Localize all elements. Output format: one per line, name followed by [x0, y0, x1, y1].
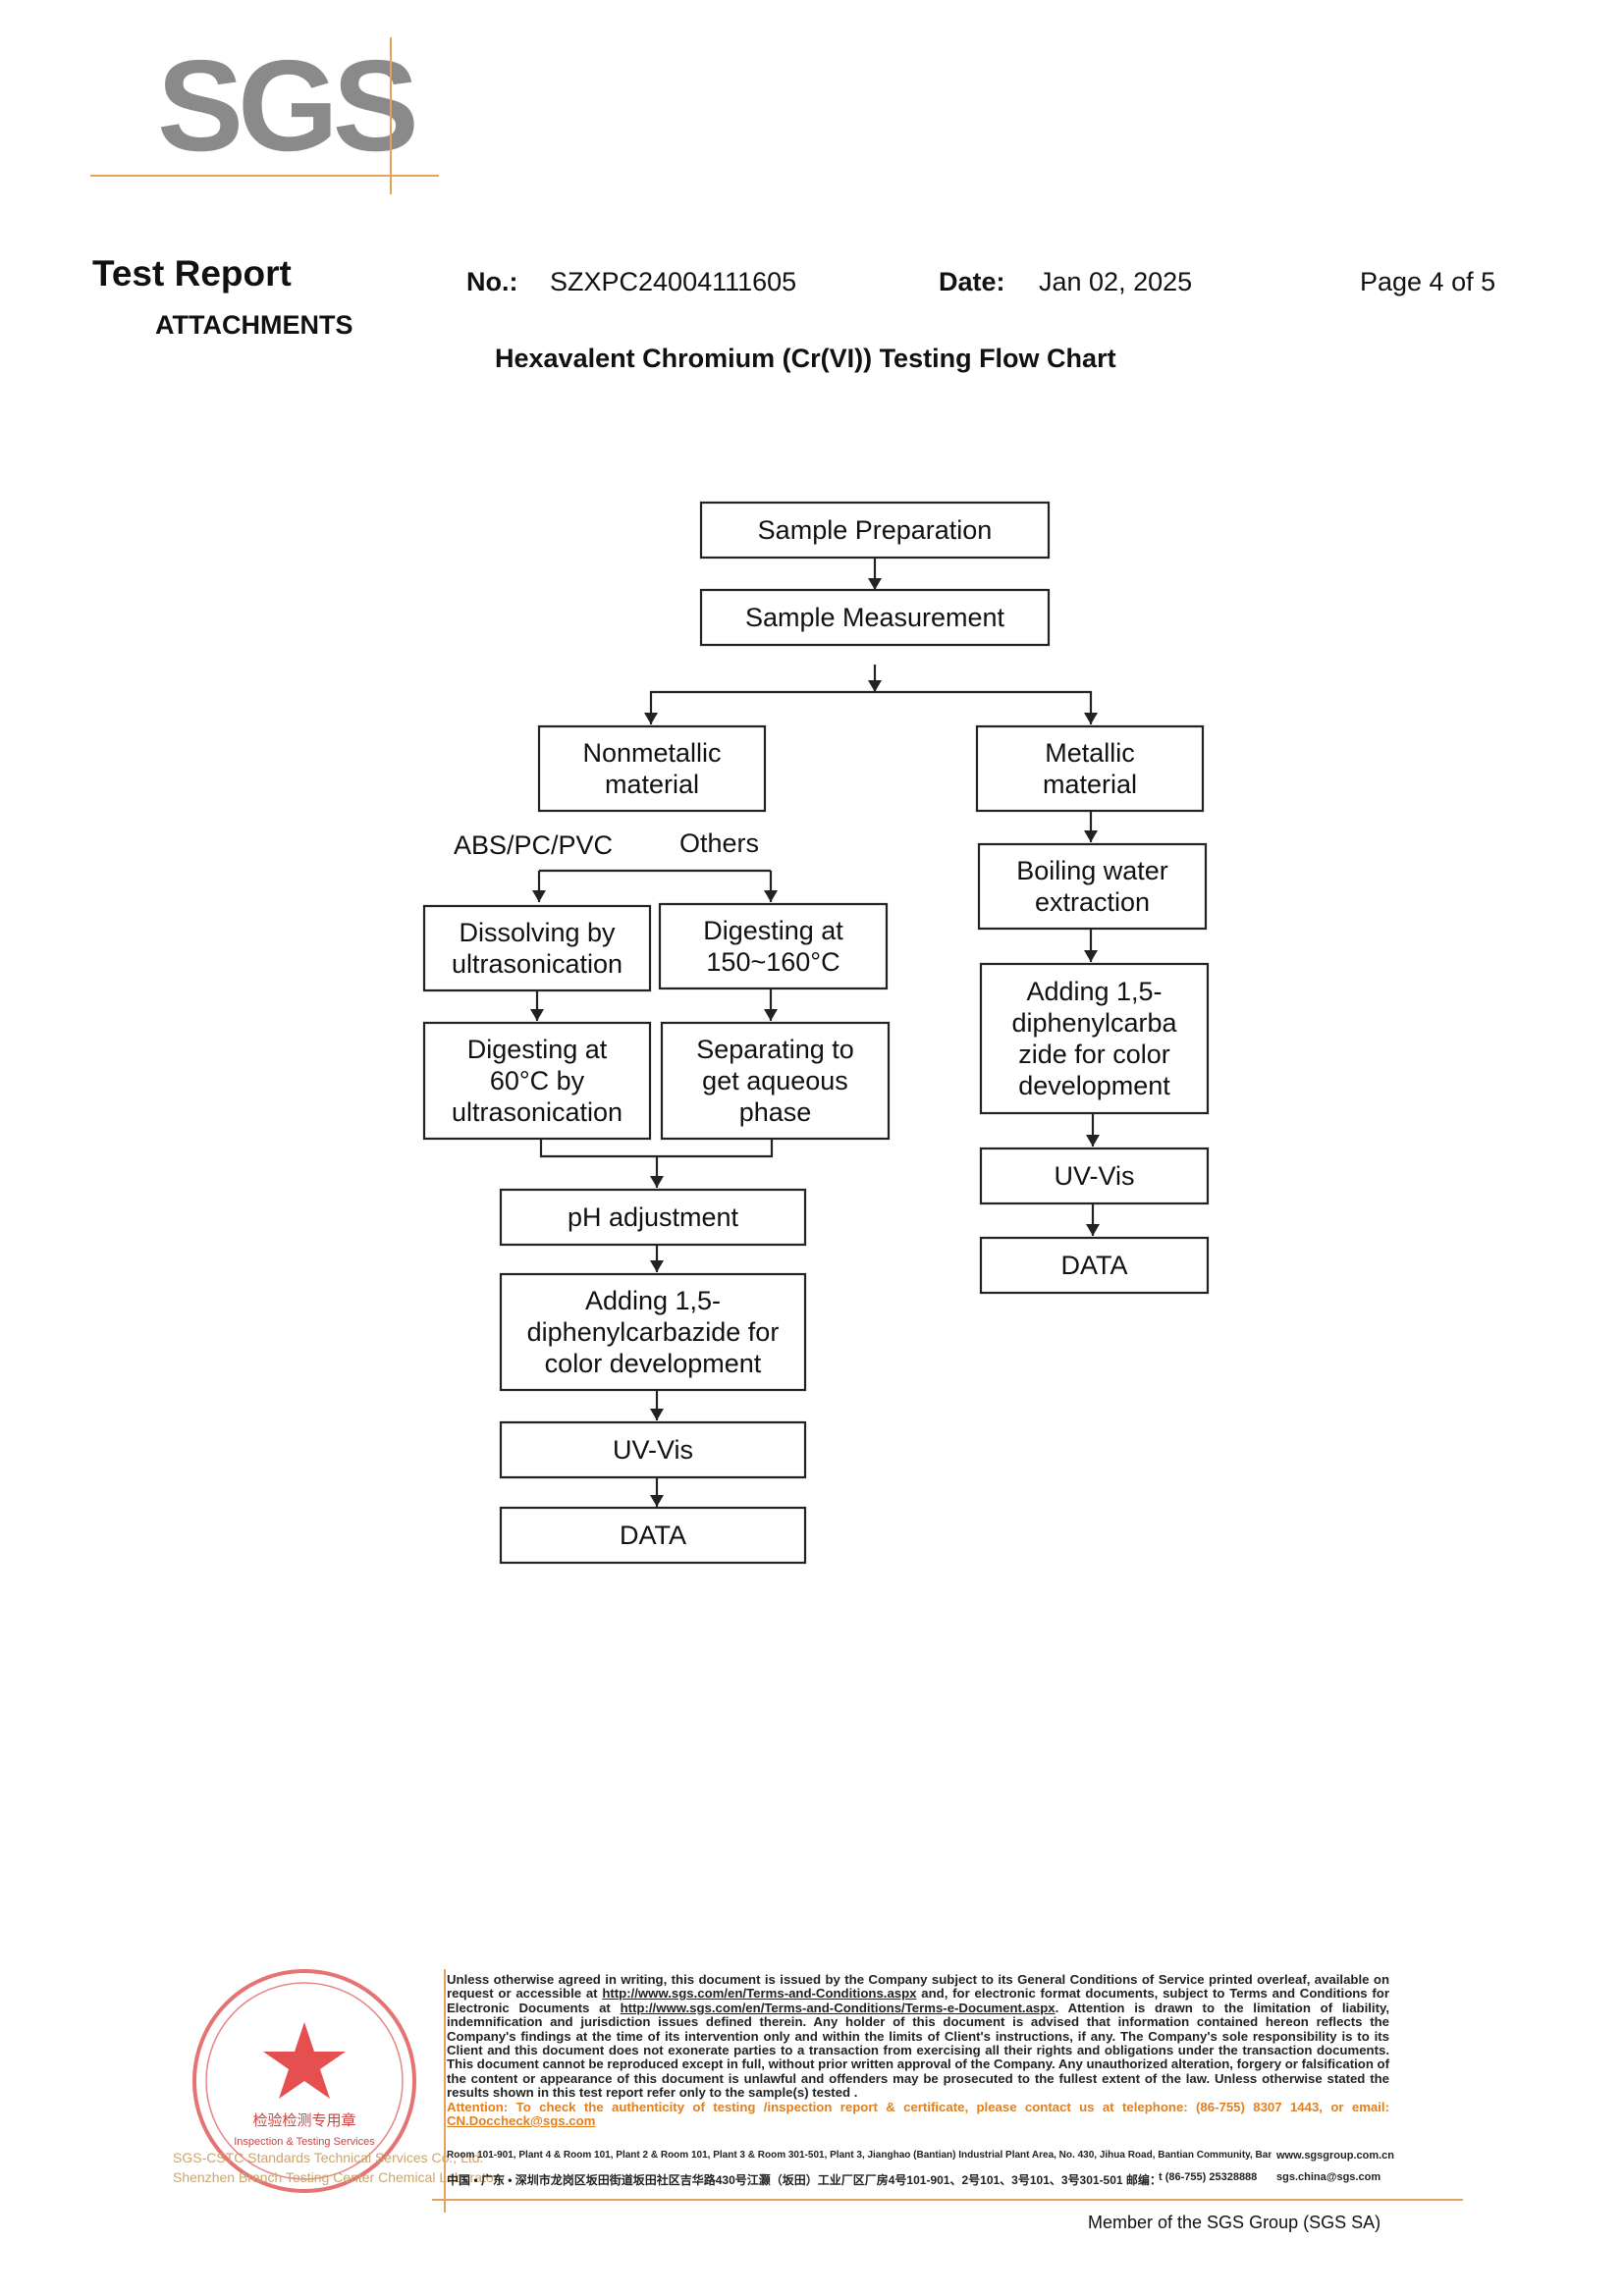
email: sgs.china@sgs.com	[1276, 2171, 1381, 2183]
adding-diphenylcarbazide-right-text: zide for color	[1018, 1040, 1170, 1069]
address-en: Room 101-901, Plant 4 & Room 101, Plant …	[447, 2150, 1272, 2161]
arrow-head	[530, 1009, 544, 1021]
abs-pc-pvc-label: ABS/PC/PVC	[454, 830, 613, 860]
telephone: t (86-755) 25328888	[1159, 2171, 1258, 2183]
arrow-head	[650, 1260, 664, 1272]
report-title: Test Report	[92, 253, 292, 294]
uv-vis-left-text: UV-Vis	[613, 1435, 693, 1465]
digesting-60-text: ultrasonication	[452, 1097, 623, 1127]
sample-preparation-box	[699, 501, 1051, 560]
arrow-head	[764, 1009, 778, 1021]
adding-diphenylcarbazide-left-text: diphenylcarbazide for	[527, 1317, 780, 1347]
attachments-label: ATTACHMENTS	[155, 310, 353, 340]
seal-text-en: Inspection & Testing Services	[234, 2136, 375, 2148]
digesting-150-text: Digesting at	[703, 916, 843, 945]
ph-adjustment-text: pH adjustment	[568, 1202, 739, 1232]
sample-measurement-text: Sample Measurement	[745, 603, 1005, 632]
adding-diphenylcarbazide-right-text: development	[1018, 1071, 1170, 1100]
digesting-60-text: 60°C by	[490, 1066, 585, 1095]
digesting-150-box	[658, 902, 889, 990]
sample-preparation-text: Sample Preparation	[758, 515, 993, 545]
nonmetallic-material-box	[537, 724, 767, 813]
logo-divider-vertical	[390, 37, 392, 194]
terms-link[interactable]: http://www.sgs.com/en/Terms-and-Conditio…	[602, 1986, 917, 2002]
arrow-head	[650, 1409, 664, 1420]
uv-vis-right-text: UV-Vis	[1054, 1161, 1134, 1191]
report-number: SZXPC24004111605	[550, 267, 797, 296]
report-number-label: No.:	[466, 267, 518, 296]
adding-diphenylcarbazide-left-text: color development	[545, 1349, 762, 1378]
data-right-box	[979, 1236, 1210, 1295]
adding-diphenylcarbazide-left-text: Adding 1,5-	[585, 1286, 721, 1315]
date-value: Jan 02, 2025	[1039, 267, 1193, 296]
digesting-60-text: Digesting at	[467, 1035, 608, 1064]
ph-adjustment-box	[499, 1188, 807, 1247]
adding-diphenylcarbazide-left-box	[499, 1272, 807, 1392]
digesting-60-box	[422, 1021, 652, 1141]
dissolving-ultrasonication-text: Dissolving by	[459, 918, 616, 947]
page-number: Page 4 of 5	[1360, 267, 1496, 296]
arrow-head	[1086, 1135, 1100, 1147]
arrow-head	[1084, 950, 1098, 962]
arrow-head	[764, 890, 778, 902]
separating-aqueous-text: phase	[739, 1097, 812, 1127]
adding-diphenylcarbazide-right-text: diphenylcarba	[1011, 1008, 1177, 1038]
merge-connector	[539, 1139, 774, 1158]
footer-divider	[432, 2199, 1463, 2201]
seal-caption-1: SGS-CSTC Standards Technical Services Co…	[173, 2150, 484, 2165]
separating-aqueous-text: Separating to	[696, 1035, 854, 1064]
boiling-water-extraction-text: extraction	[1035, 887, 1150, 917]
seal-text-cn: 检验检测专用章	[252, 2111, 355, 2129]
separating-aqueous-text: get aqueous	[702, 1066, 848, 1095]
arrow-head	[644, 713, 658, 724]
website: www.sgsgroup.com.cn	[1276, 2150, 1394, 2162]
nonmetallic-material-text: Nonmetallic	[582, 738, 721, 768]
arrow-head	[868, 680, 882, 692]
metallic-material-text: Metallic	[1045, 738, 1135, 768]
seal-caption-2: Shenzhen Branch Testing Center Chemical …	[173, 2169, 506, 2185]
arrow-head	[532, 890, 546, 902]
arrow-head	[650, 1495, 664, 1507]
company-seal: 检验检测专用章 Inspection & Testing Services	[187, 1963, 422, 2199]
adding-diphenylcarbazide-right-text: Adding 1,5-	[1026, 977, 1162, 1006]
data-left-box	[499, 1506, 807, 1565]
metallic-material-box	[975, 724, 1205, 813]
logo-text: SGS	[157, 33, 419, 178]
address-cn: 中国 • 广东 • 深圳市龙岗区坂田街道坂田社区吉华路430号江灏（坂田）工业厂…	[447, 2173, 1154, 2187]
disclaimer: Unless otherwise agreed in writing, this…	[447, 1972, 1389, 2129]
nonmetallic-material-text: material	[605, 770, 699, 799]
arrow-head	[1084, 713, 1098, 724]
others-label: Others	[679, 828, 759, 858]
uv-vis-left-box	[499, 1420, 807, 1479]
arrow-head	[650, 1176, 664, 1188]
logo-divider	[90, 175, 439, 177]
terms-e-document-link[interactable]: http://www.sgs.com/en/Terms-and-Conditio…	[620, 2000, 1056, 2015]
sgs-logo: SGS	[90, 33, 444, 194]
adding-diphenylcarbazide-right-box	[979, 962, 1210, 1115]
separating-aqueous-box	[660, 1021, 891, 1141]
branch-connector	[649, 690, 1093, 724]
metallic-material-text: material	[1043, 770, 1137, 799]
date-label: Date:	[939, 267, 1005, 296]
doccheck-email-link[interactable]: CN.Doccheck@sgs.com	[447, 2113, 596, 2129]
arrow-head	[1086, 1224, 1100, 1236]
attention-note: Attention: To check the authenticity of …	[447, 2099, 1389, 2114]
member-line: Member of the SGS Group (SGS SA)	[1088, 2213, 1381, 2232]
chart-title: Hexavalent Chromium (Cr(VI)) Testing Flo…	[495, 344, 1116, 373]
uv-vis-right-box	[979, 1147, 1210, 1205]
boiling-water-extraction-box	[977, 842, 1208, 931]
sample-measurement-box	[699, 588, 1051, 647]
digesting-150-text: 150~160°C	[706, 947, 839, 977]
arrow-head	[1084, 830, 1098, 842]
boiling-water-extraction-text: Boiling water	[1016, 856, 1168, 885]
arrow-head	[868, 578, 882, 590]
data-left-text: DATA	[620, 1521, 686, 1550]
footer-divider-vertical	[444, 1969, 446, 2213]
dissolving-ultrasonication-text: ultrasonication	[452, 949, 623, 979]
data-right-text: DATA	[1060, 1251, 1127, 1280]
